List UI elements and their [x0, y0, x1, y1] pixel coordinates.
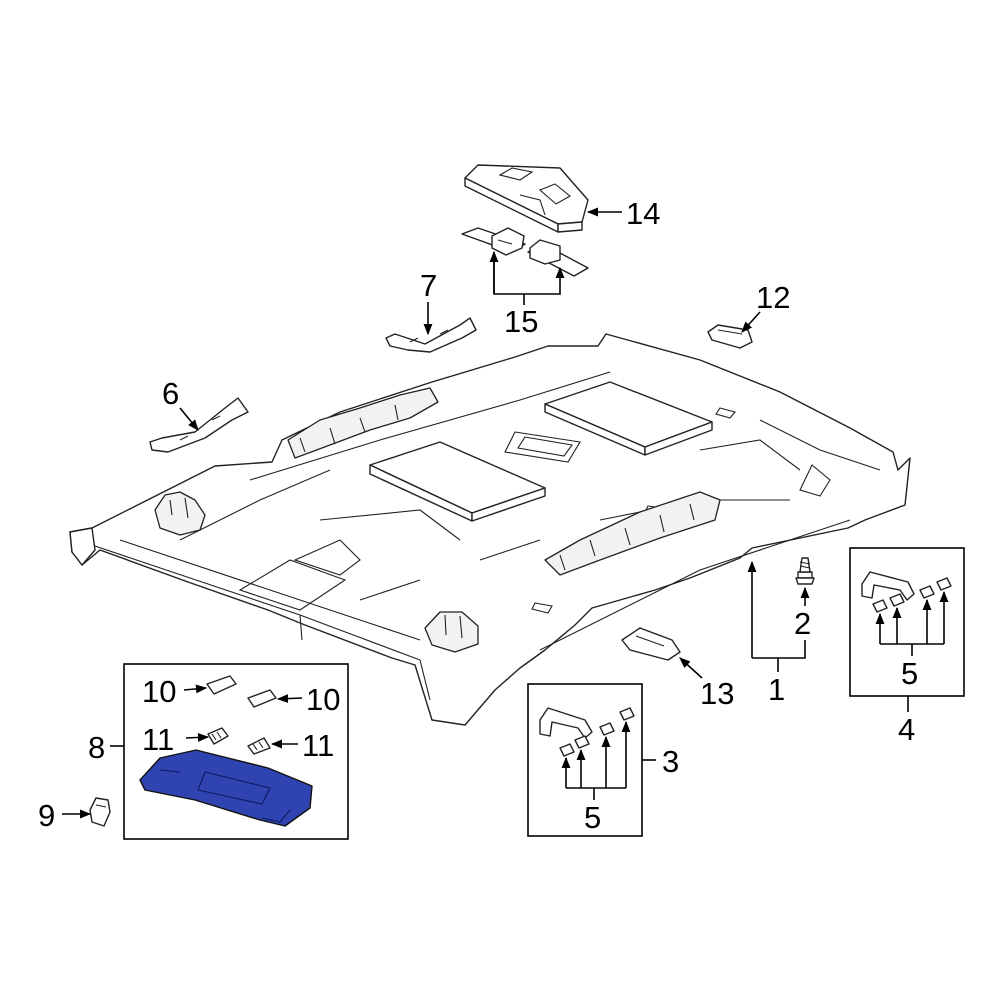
grab-clips-3: [559, 707, 635, 757]
callout-10-left: 10: [142, 674, 176, 709]
sun-visor: [139, 749, 313, 827]
callout-9: 9: [38, 798, 55, 833]
callout-8: 8: [88, 730, 105, 765]
leader-lines: [62, 207, 949, 819]
callout-2: 2: [794, 606, 811, 641]
visor-pin-11b: [247, 737, 271, 755]
headliner-pad-front: [369, 441, 546, 522]
headliner-front-tab: [69, 527, 96, 566]
visor-pin-11a: [207, 727, 229, 745]
callout-14: 14: [626, 196, 660, 231]
holder-13: [621, 627, 681, 661]
dome-lamp: [464, 164, 589, 233]
visor-kit-box: [123, 663, 349, 840]
callout-11-left: 11: [142, 722, 174, 757]
clip-12: [707, 324, 753, 349]
callout-1: 1: [768, 672, 785, 707]
visor-hook-9: [89, 797, 111, 827]
callout-11-right: 11: [302, 728, 334, 763]
grab-handle-3: [539, 707, 593, 739]
callout-labels: 14 15 7 6 12 2 1 13 3 5 5 4 8 9 10 10 11…: [38, 196, 918, 835]
callout-5-box3: 5: [584, 800, 601, 835]
callout-15: 15: [504, 304, 538, 339]
lamp-bracket-left: [461, 227, 526, 256]
headliner-pad-rear: [544, 381, 713, 456]
visor-pad-10a: [206, 675, 237, 695]
lamp-bracket-right: [527, 239, 589, 277]
screw-2: [795, 557, 815, 585]
callout-10-right: 10: [306, 682, 340, 717]
grab-handle-kit-4-box: [849, 547, 965, 697]
callout-5-box4: 5: [901, 656, 918, 691]
roof-bracket-7: [385, 317, 477, 353]
callout-13: 13: [700, 676, 734, 711]
callout-3: 3: [662, 744, 679, 779]
callout-7: 7: [420, 268, 437, 303]
callout-6: 6: [162, 376, 179, 411]
roof-bracket-6: [149, 397, 249, 453]
grab-clips-4: [872, 577, 952, 613]
headliner-bosses: [154, 387, 721, 653]
callout-4: 4: [898, 712, 915, 747]
callout-12: 12: [756, 280, 790, 315]
visor-pad-10b: [247, 689, 277, 708]
grab-handle-4: [861, 571, 915, 601]
